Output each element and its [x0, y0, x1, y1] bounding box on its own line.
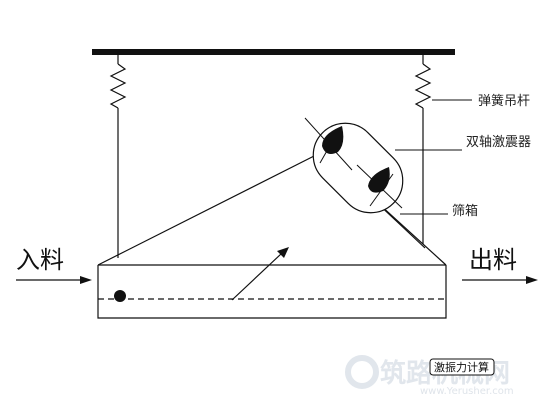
right-spring-rod [414, 52, 432, 244]
leader-lines [395, 99, 472, 215]
throw-direction-arrow [231, 247, 289, 301]
material-particle [114, 290, 126, 302]
label-dual-axis-vibrator: 双轴激震器 [466, 135, 531, 150]
discharge-arrow [462, 276, 538, 284]
eccentric-weight-lower [368, 167, 390, 193]
left-spring-rod [109, 52, 127, 258]
label-discharge: 出料 [469, 246, 517, 274]
label-feed-in: 入料 [16, 246, 64, 274]
caption-text: 激振力计算 [434, 360, 489, 374]
feed-in-arrow [16, 276, 92, 284]
dual-axis-vibrator [304, 117, 404, 214]
label-screen-box: 筛箱 [452, 203, 478, 219]
eccentric-weight-upper [322, 126, 344, 154]
watermark-url: www.Yerusher.com [420, 386, 514, 397]
label-spring-rod: 弹簧吊杆 [478, 93, 530, 109]
caption-box: 激振力计算 [429, 358, 495, 376]
